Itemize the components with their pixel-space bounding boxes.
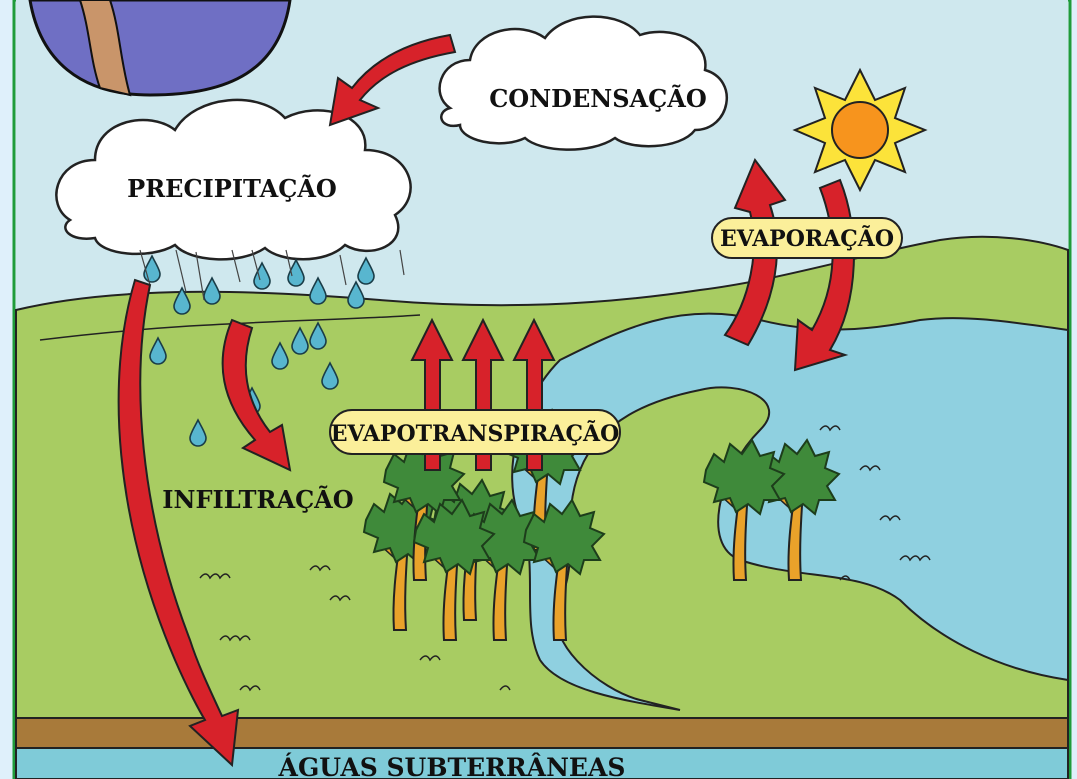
arrow-icon: [117, 33, 855, 768]
soil-layer: [15, 717, 1069, 749]
badge-evapotranspiration: [329, 409, 621, 455]
label-evaporation: EVAPORAÇÃO: [720, 225, 894, 252]
globe-icon: [28, 0, 292, 97]
label-groundwater: ÁGUAS SUBTERRÂNEAS: [278, 753, 626, 779]
frame-border: [12, 0, 1072, 779]
badge-evaporation: [711, 217, 903, 259]
label-precipitation: PRECIPITAÇÃO: [127, 174, 337, 203]
sun-icon: [792, 67, 928, 193]
label-infiltration: INFILTRAÇÃO: [162, 485, 353, 514]
label-evapotranspiration: EVAPOTRANSPIRAÇÃO: [331, 420, 620, 447]
label-condensation: CONDENSAÇÃO: [489, 84, 707, 113]
rain-streaks: [139, 249, 405, 301]
grass-tufts: [199, 425, 931, 692]
groundwater-layer: [15, 747, 1069, 779]
cloud-icon: [438, 15, 729, 151]
cloud-icon: [55, 98, 412, 261]
